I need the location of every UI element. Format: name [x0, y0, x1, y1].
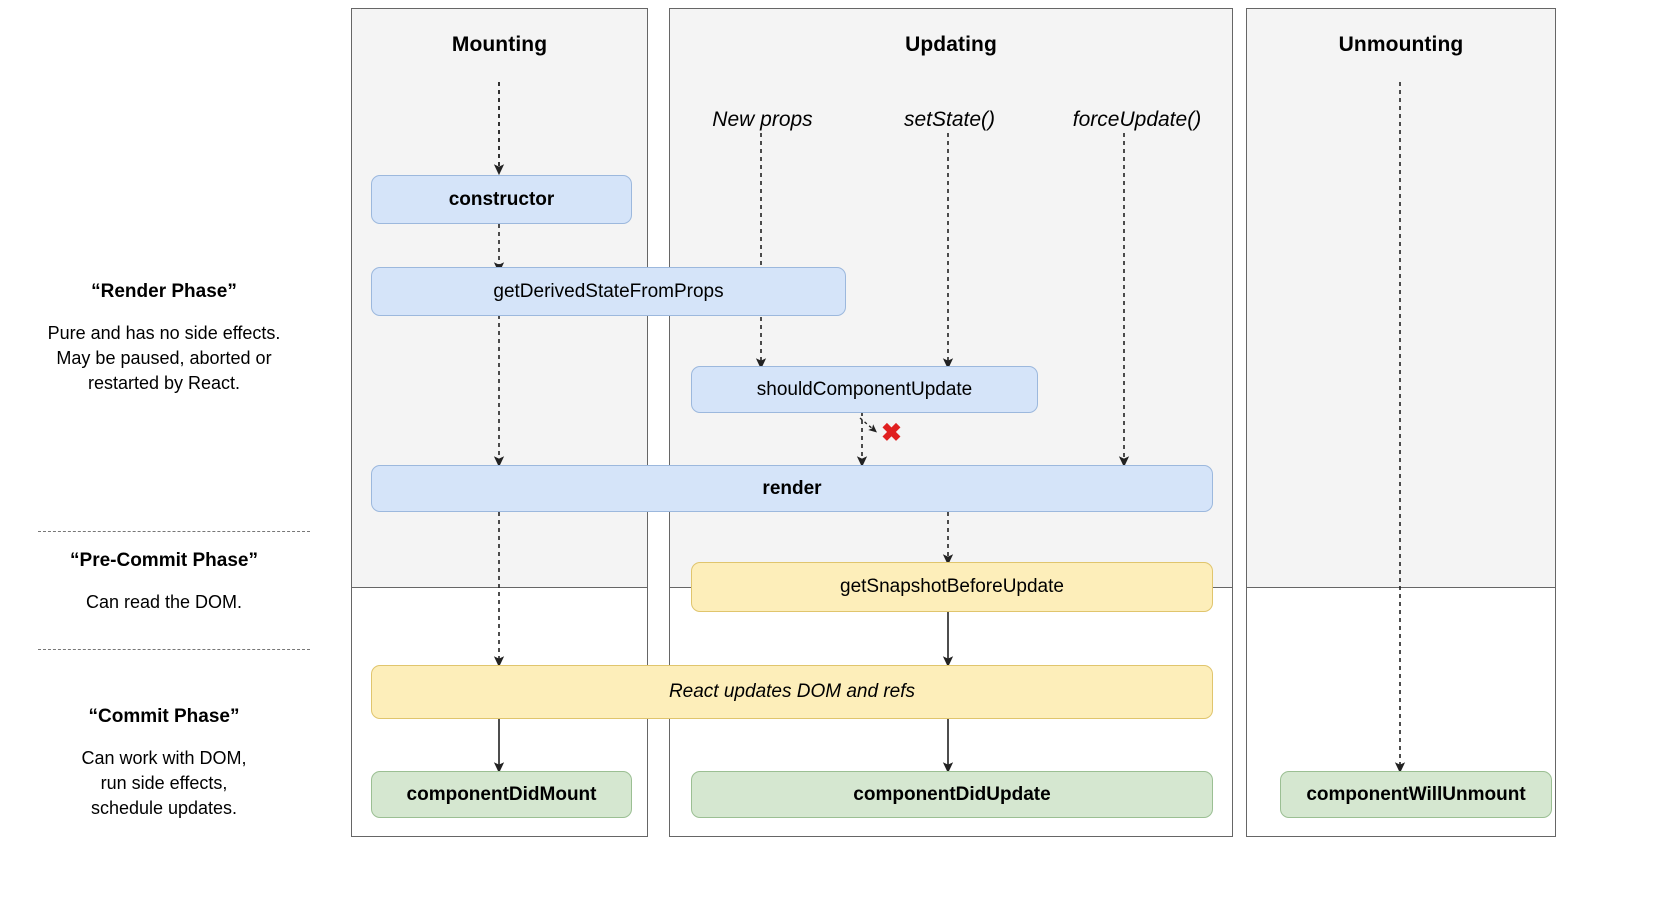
node-should-component-update[interactable]: shouldComponentUpdate [691, 366, 1038, 413]
phase-title-render-phase: “Render Phase” [91, 281, 237, 302]
phase-separator-top [38, 531, 310, 532]
trigger-label-force-update: forceUpdate() [1072, 108, 1202, 131]
phase-separator-bottom [38, 649, 310, 650]
node-get-derived-state-from-props[interactable]: getDerivedStateFromProps [371, 267, 846, 316]
node-react-updates-dom-and-refs[interactable]: React updates DOM and refs [371, 665, 1213, 719]
panel-unmounting-render-phase [1246, 8, 1556, 588]
node-render[interactable]: render [371, 465, 1213, 512]
node-component-will-unmount[interactable]: componentWillUnmount [1280, 771, 1552, 818]
trigger-label-set-state: setState() [903, 108, 996, 131]
phase-block-render-phase: “Render Phase” Pure and has no side effe… [4, 281, 324, 395]
phase-description-commit-phase: Can work with DOM, run side effects, sch… [81, 748, 247, 818]
trigger-label-new-props: New props [712, 108, 813, 131]
node-constructor[interactable]: constructor [371, 175, 632, 224]
phase-description-pre-commit-phase: Can read the DOM. [85, 592, 243, 612]
column-title-updating: Updating [905, 33, 997, 56]
phase-title-commit-phase: “Commit Phase” [88, 706, 240, 727]
node-component-did-mount[interactable]: componentDidMount [371, 771, 632, 818]
phase-description-render-phase: Pure and has no side effects. May be pau… [47, 323, 281, 393]
phase-title-pre-commit-phase: “Pre-Commit Phase” [70, 550, 258, 571]
column-title-unmounting: Unmounting [1338, 33, 1464, 56]
phase-block-pre-commit-phase: “Pre-Commit Phase” Can read the DOM. [4, 550, 324, 615]
phase-block-commit-phase: “Commit Phase” Can work with DOM, run si… [4, 706, 324, 820]
node-get-snapshot-before-update[interactable]: getSnapshotBeforeUpdate [691, 562, 1213, 612]
skip-update-x-icon: ✖ [881, 419, 902, 447]
column-title-mounting: Mounting [451, 33, 548, 56]
node-component-did-update[interactable]: componentDidUpdate [691, 771, 1213, 818]
